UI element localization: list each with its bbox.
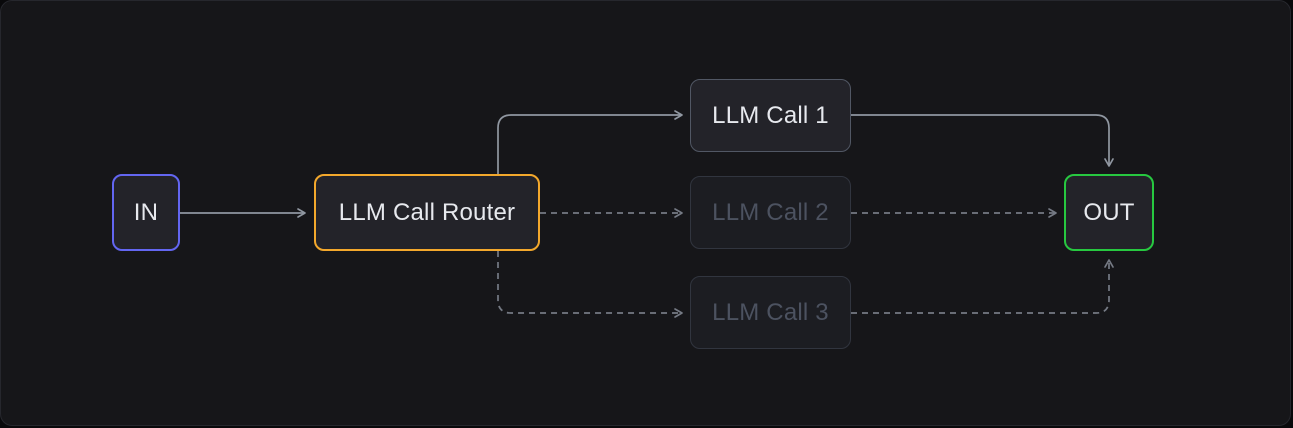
node-in-label: IN bbox=[133, 198, 159, 226]
node-llm-call-router-label: LLM Call Router bbox=[338, 198, 516, 226]
node-llm-call-router: LLM Call Router bbox=[314, 174, 540, 251]
node-llm-call-3-label: LLM Call 3 bbox=[712, 298, 829, 326]
node-llm-call-1: LLM Call 1 bbox=[690, 79, 851, 152]
edge-call3-out bbox=[851, 259, 1114, 314]
edge-call1-out bbox=[851, 114, 1114, 167]
node-llm-call-2: LLM Call 2 bbox=[690, 176, 851, 249]
node-llm-call-3: LLM Call 3 bbox=[690, 276, 851, 349]
node-out-label: OUT bbox=[1083, 198, 1135, 226]
node-out: OUT bbox=[1064, 174, 1154, 251]
node-llm-call-2-label: LLM Call 2 bbox=[712, 198, 829, 226]
node-llm-call-1-label: LLM Call 1 bbox=[712, 101, 829, 129]
edge-router-call1 bbox=[497, 110, 683, 174]
node-in: IN bbox=[112, 174, 180, 251]
edge-router-call3 bbox=[497, 251, 683, 318]
